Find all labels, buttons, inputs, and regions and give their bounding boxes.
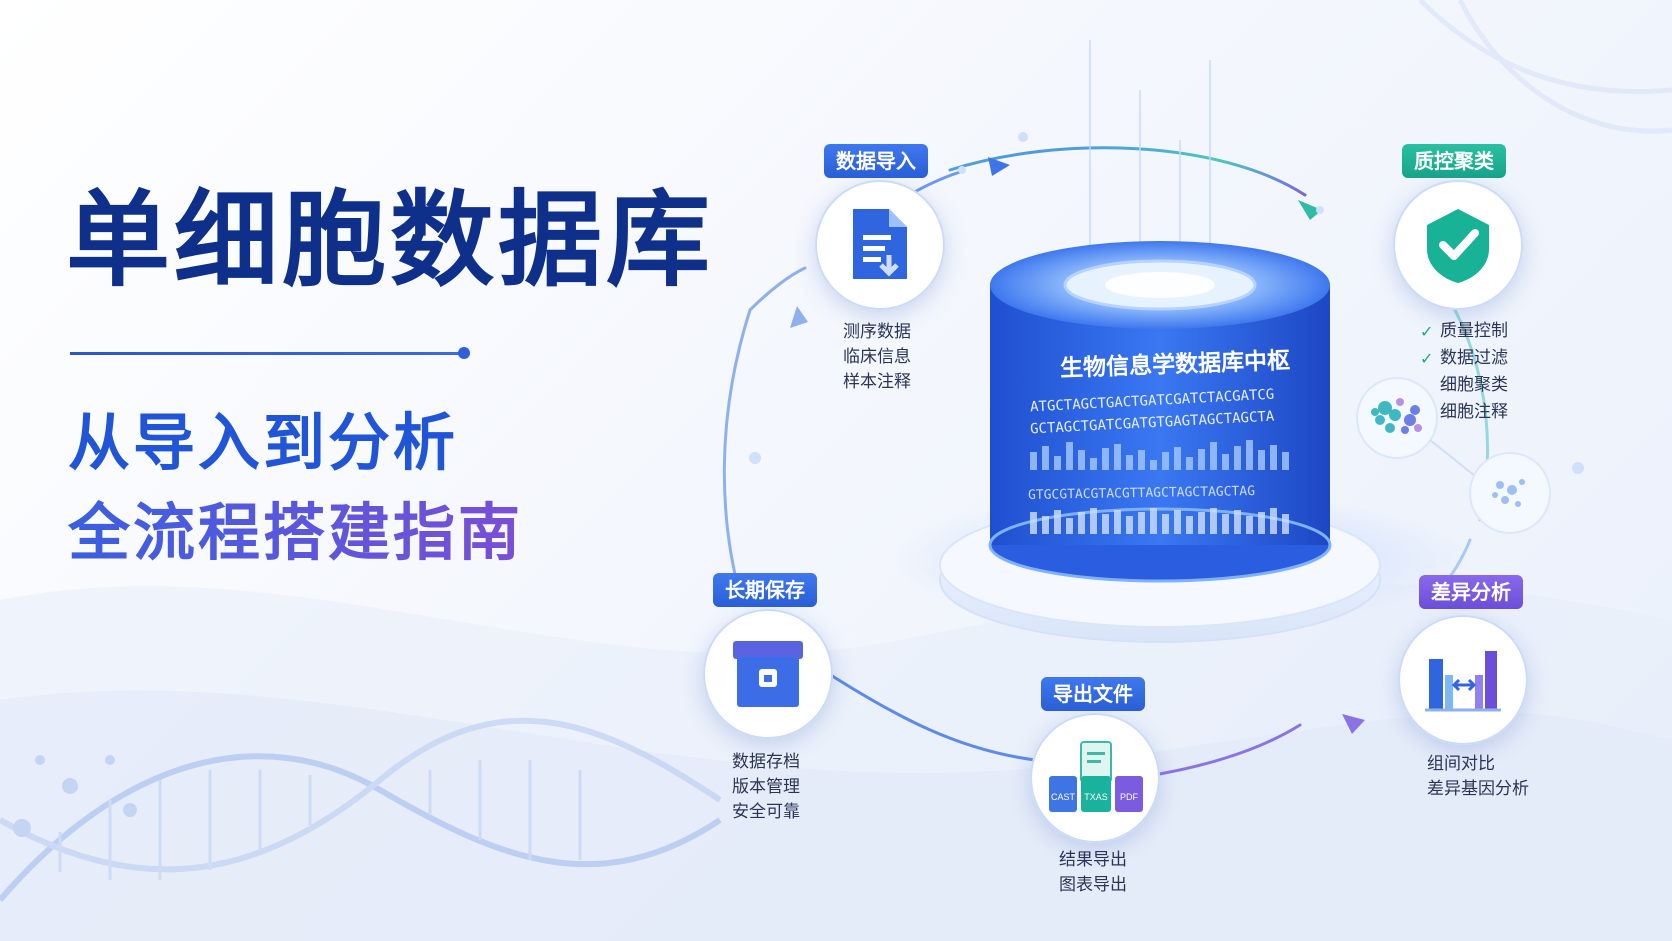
- bar-compare-icon: [1425, 651, 1501, 712]
- subtitle-line-2: 全流程搭建指南: [68, 482, 523, 572]
- tag-data-import: 数据导入: [824, 144, 928, 178]
- title-divider: [70, 352, 465, 355]
- database-cylinder: [988, 241, 1332, 583]
- dna-helix-decoration: [0, 717, 722, 902]
- desc-data-import: 测序数据 临床信息 样本注释: [843, 322, 911, 392]
- svg-text:TXAS: TXAS: [1084, 792, 1108, 802]
- document-import-icon: [853, 209, 907, 279]
- node-long-term-storage: [703, 609, 833, 739]
- check-icon: ✓: [1420, 322, 1434, 341]
- node-qc-clustering: [1393, 180, 1523, 310]
- ring-arc-import-qc: [948, 146, 1307, 197]
- node-data-import: [815, 180, 945, 310]
- page-title: 单细胞数据库: [66, 179, 715, 301]
- desc-export-files: 结果导出 图表导出: [1059, 850, 1127, 895]
- shield-check-icon: [1427, 209, 1489, 283]
- tag-export-files: 导出文件: [1041, 677, 1145, 711]
- qc-list: ✓质量控制 ✓数据过滤 细胞聚类 细胞注释: [1420, 318, 1508, 426]
- files-export-icon: CAST TXAS PDF: [1049, 741, 1143, 812]
- cell-cluster-bubble: [1356, 377, 1551, 534]
- tag-diff-analysis: 差异分析: [1419, 575, 1523, 609]
- desc-long-term-storage: 数据存档 版本管理 安全可靠: [732, 752, 800, 822]
- svg-text:CAST: CAST: [1051, 792, 1076, 802]
- svg-text:PDF: PDF: [1120, 792, 1139, 802]
- archive-box-icon: [733, 641, 803, 707]
- desc-diff-analysis: 组间对比 差异基因分析: [1427, 754, 1529, 799]
- title-divider-dot: [458, 347, 470, 359]
- subtitle-line-1: 从导入到分析: [68, 406, 459, 479]
- node-export-files: CAST TXAS PDF: [1030, 713, 1160, 843]
- check-icon: ✓: [1420, 349, 1434, 368]
- tag-qc-clustering: 质控聚类: [1402, 144, 1506, 178]
- tag-long-term-storage: 长期保存: [713, 573, 817, 607]
- node-diff-analysis: [1398, 615, 1528, 745]
